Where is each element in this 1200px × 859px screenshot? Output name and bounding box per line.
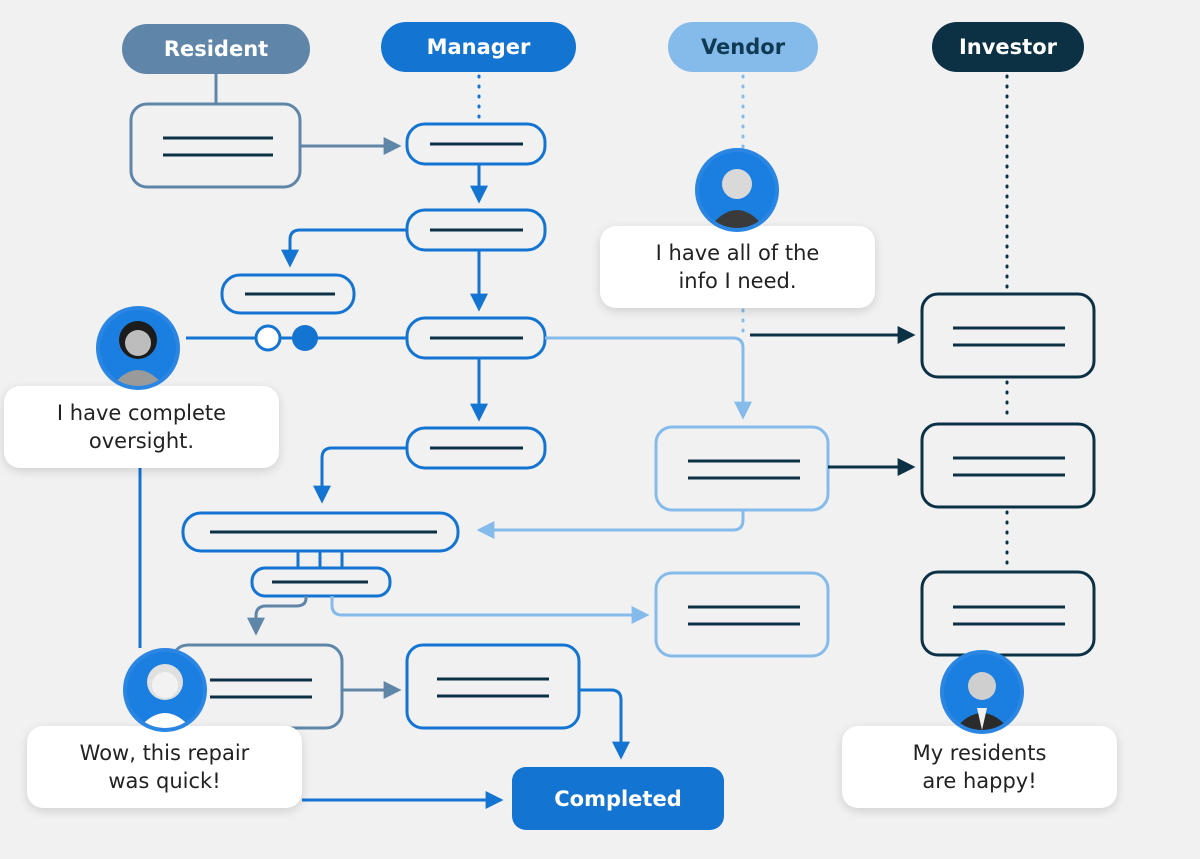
investor-step-box <box>920 292 1096 379</box>
lane-header-investor: Investor <box>932 22 1084 72</box>
investor-step-box <box>920 422 1096 509</box>
manager-avatar <box>96 306 180 390</box>
arrow-manager-to-vendor <box>545 336 752 420</box>
manager-step-pill <box>405 208 547 252</box>
manager-wide-pill <box>181 511 460 553</box>
lane-header-resident: Resident <box>122 24 310 74</box>
completed-node: Completed <box>512 767 724 830</box>
lane-header-manager: Manager <box>381 22 576 72</box>
toggle-off-dot <box>254 324 282 352</box>
manager-step-box <box>405 643 581 730</box>
manager-step-pill <box>405 122 547 166</box>
resident-step-box <box>129 102 302 189</box>
vendor-quote-bubble: I have all of the info I need. <box>600 226 875 308</box>
lane-header-vendor: Vendor <box>668 22 818 72</box>
manager-step-pill <box>405 316 547 360</box>
investor-quote-bubble: My residents are happy! <box>842 726 1117 808</box>
manager-quote-bubble: I have complete oversight. <box>4 386 279 468</box>
arrow-to-completed <box>579 688 630 760</box>
manager-step-pill <box>405 426 547 470</box>
arrow-manager-to-wide <box>313 446 407 504</box>
manager-side-pill <box>220 273 356 315</box>
resident-avatar <box>123 648 207 732</box>
toggle-on-dot <box>292 325 318 351</box>
arrow-small-to-vendor <box>330 596 650 624</box>
resident-quote-bubble: Wow, this repair was quick! <box>27 726 302 808</box>
arrow-manager-branch-left <box>281 228 407 268</box>
manager-small-pill <box>250 566 392 598</box>
arrow-vendor-back-to-manager <box>476 510 745 539</box>
vendor-step-box <box>654 571 830 658</box>
investor-step-box <box>920 570 1096 657</box>
arrow-small-to-resident <box>247 596 308 636</box>
vendor-step-box <box>654 425 830 512</box>
investor-avatar <box>940 650 1024 734</box>
vendor-avatar <box>695 148 779 232</box>
